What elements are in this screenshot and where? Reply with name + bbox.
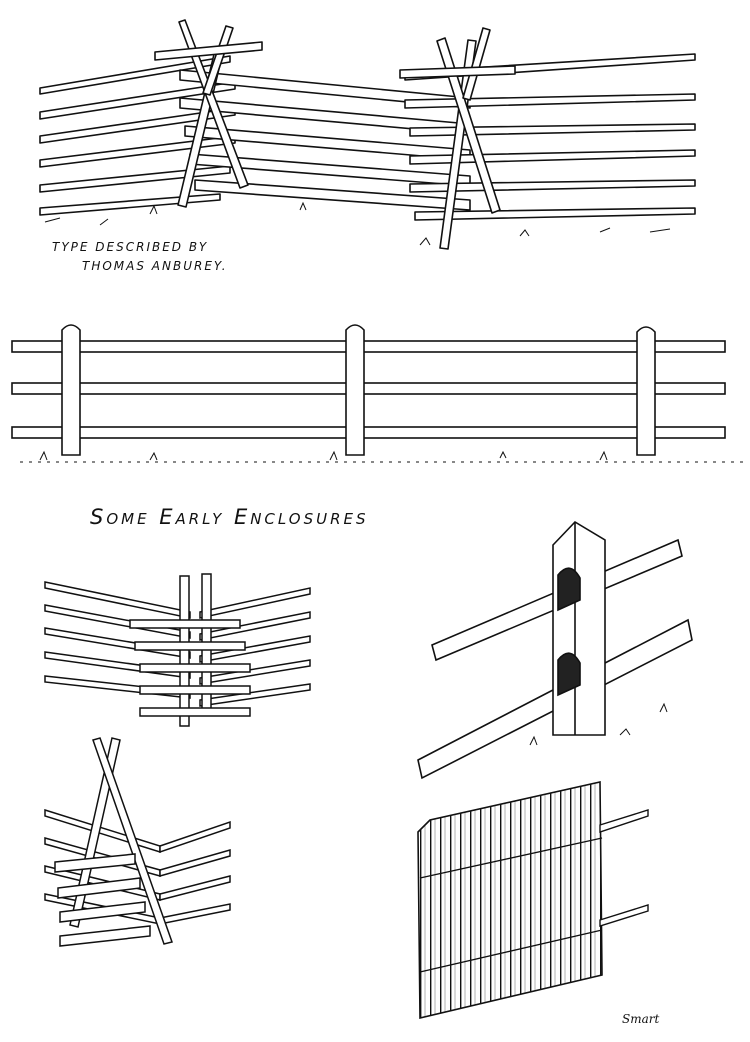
plate-title: Some Early Enclosures: [90, 505, 369, 529]
anburey-caption-line1: TYPE DESCRIBED BY: [52, 240, 209, 254]
post-and-rail-fence: [11, 324, 726, 456]
zigzag-rail-fence: [39, 19, 696, 250]
artist-signature: Smart: [622, 1012, 660, 1026]
mortise-ground: [529, 702, 668, 746]
anburey-caption-line2: THOMAS ANBUREY.: [82, 259, 228, 273]
stake-rider-fence: [44, 573, 311, 727]
zigzag-ground: [44, 201, 671, 246]
anburey-caption: TYPE DESCRIBED BY THOMAS ANBUREY.: [52, 238, 228, 276]
palisade-fence: [417, 781, 649, 1020]
post-rail-ground: [20, 450, 745, 463]
mortised-post-rail-fence: [417, 520, 693, 780]
crossed-stake-fence: [44, 737, 231, 947]
